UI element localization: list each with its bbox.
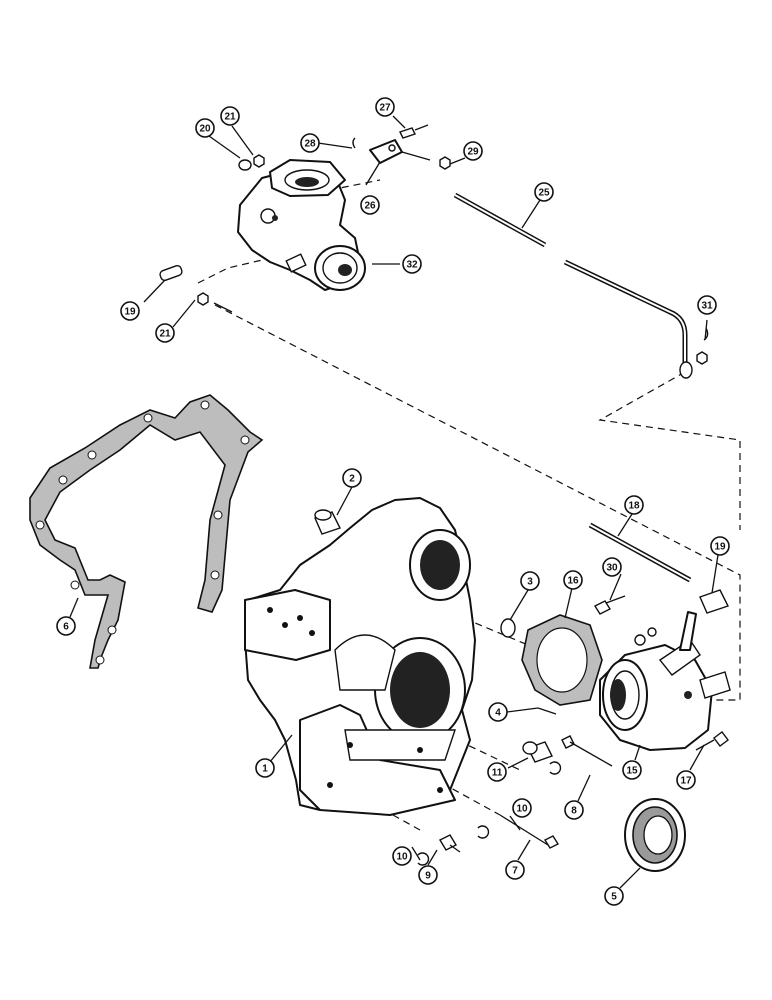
spacer-19-top [159, 264, 183, 282]
callout-15: 15 [622, 760, 642, 780]
callout-2-text: 2 [349, 474, 355, 485]
callout-15-text: 15 [626, 766, 638, 777]
callout-5: 5 [604, 886, 624, 906]
carburetor-assembly [237, 159, 366, 291]
timing-cover [244, 497, 476, 816]
callout-25-text: 25 [538, 188, 550, 199]
governor-assembly [599, 611, 731, 751]
callout-8: 8 [564, 800, 584, 820]
callout-17-text: 17 [680, 776, 692, 787]
callout-30: 30 [602, 557, 622, 577]
callout-10-b: 10 [512, 798, 532, 818]
fastener-hardware [417, 735, 613, 866]
clevis-26 [369, 139, 403, 164]
governor-rod-18 [588, 522, 729, 614]
callout-19-b: 19 [710, 536, 730, 556]
callout-19-b-text: 19 [714, 542, 726, 553]
callout-7-text: 7 [512, 866, 518, 877]
callout-6: 6 [56, 616, 76, 636]
pin-4 [537, 707, 557, 715]
callout-labels: 1 2 3 4 5 6 7 8 9 10 10 11 15 16 17 18 1… [56, 97, 730, 906]
callout-19-a: 19 [120, 301, 140, 321]
callout-27-text: 27 [379, 103, 391, 114]
callout-leader-lines [69, 115, 719, 889]
callout-7: 7 [505, 860, 525, 880]
throttle-rod-assembly [453, 192, 709, 379]
nut-21-lower [197, 292, 209, 306]
nut-21-top [253, 154, 265, 168]
callout-1-text: 1 [262, 764, 268, 775]
bolt-8-head [561, 735, 575, 749]
spacer-19-lower [699, 589, 729, 614]
washer-10b [477, 825, 490, 839]
callout-9: 9 [418, 865, 438, 885]
washer-3 [500, 618, 516, 638]
pump-gasket-16 [521, 614, 603, 706]
callout-21-a: 21 [220, 106, 240, 126]
callout-16: 16 [563, 570, 583, 590]
dowel-2 [314, 509, 341, 535]
bolt-7 [499, 814, 549, 846]
callout-8-text: 8 [571, 806, 577, 817]
callout-32-text: 32 [406, 260, 418, 271]
callout-29-text: 29 [467, 147, 479, 158]
callout-27: 27 [375, 97, 395, 117]
callout-5-text: 5 [611, 892, 617, 903]
callout-18-text: 18 [628, 501, 640, 512]
callout-11: 11 [487, 762, 507, 782]
bolt-17 [695, 731, 729, 751]
washer-10c [417, 852, 430, 866]
callout-2: 2 [342, 468, 362, 488]
callout-1: 1 [255, 758, 275, 778]
callout-4-text: 4 [495, 708, 501, 719]
callout-31-text: 31 [701, 301, 713, 312]
bolt-30 [593, 595, 626, 615]
callout-31: 31 [697, 295, 717, 315]
callout-17: 17 [676, 770, 696, 790]
cotter-pin-28 [352, 137, 356, 149]
callout-28-text: 28 [304, 139, 316, 150]
callout-10-b-text: 10 [516, 804, 528, 815]
callout-18: 18 [624, 495, 644, 515]
callout-32: 32 [402, 254, 422, 274]
callout-19-a-text: 19 [124, 307, 136, 318]
callout-6-text: 6 [63, 622, 69, 633]
callout-21-b: 21 [155, 323, 175, 343]
timing-cover-gasket [29, 394, 264, 669]
callout-26: 26 [360, 195, 380, 215]
callout-16-text: 16 [567, 576, 579, 587]
carburetor-hardware [159, 124, 451, 313]
washer-20 [238, 159, 252, 171]
callout-28: 28 [300, 133, 320, 153]
bolt-27 [399, 127, 416, 139]
callout-20: 20 [195, 118, 215, 138]
callout-30-text: 30 [606, 563, 618, 574]
callout-20-text: 20 [199, 124, 211, 135]
nut-31 [696, 351, 708, 365]
callout-26-text: 26 [364, 201, 376, 212]
callout-9-text: 9 [425, 871, 431, 882]
callout-3: 3 [520, 571, 540, 591]
callout-11-text: 11 [492, 768, 503, 779]
nut-29 [439, 156, 451, 170]
callout-10-a-text: 10 [396, 852, 408, 863]
callout-29: 29 [463, 141, 483, 161]
callout-4: 4 [488, 702, 508, 722]
oil-seal-5 [624, 798, 686, 872]
callout-25: 25 [534, 182, 554, 202]
callout-3-text: 3 [527, 577, 533, 588]
callout-10-a: 10 [392, 846, 412, 866]
callout-21-b-text: 21 [159, 329, 171, 340]
washer-10a [549, 761, 562, 775]
callout-21-a-text: 21 [224, 112, 236, 123]
